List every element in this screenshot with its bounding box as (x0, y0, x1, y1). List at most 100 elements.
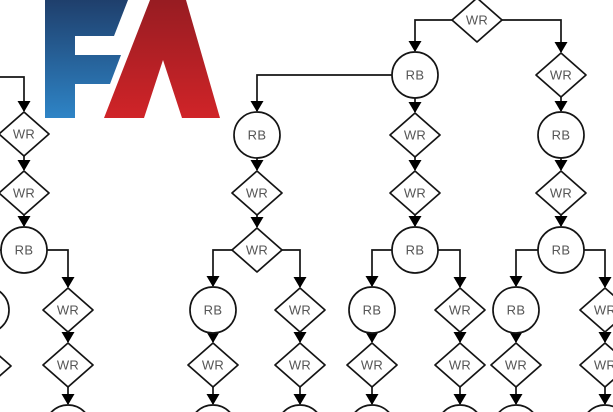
circle-shape (50, 404, 86, 412)
diamond-shape (231, 170, 283, 216)
node-rb: RB (189, 286, 237, 334)
node-circle (498, 404, 534, 412)
diamond-shape (0, 170, 50, 216)
node-wr: WR (451, 0, 503, 43)
node-label: WR (404, 128, 426, 143)
node-label: WR (57, 303, 79, 318)
circle-shape (195, 404, 231, 412)
arrowhead-icon (17, 160, 31, 171)
arrowhead-icon (17, 101, 31, 112)
fa-logo (45, 0, 220, 118)
node-rb: RB (492, 286, 540, 334)
arrowhead-icon (250, 217, 264, 228)
circle-shape (189, 286, 237, 334)
arrowhead-icon (293, 394, 307, 405)
circle-shape (348, 286, 396, 334)
node-label: WR (13, 186, 35, 201)
node-wr: WR (346, 342, 398, 388)
arrowhead-icon (509, 276, 523, 287)
node-label: WR (550, 186, 572, 201)
diamond-shape (187, 342, 239, 388)
node-label: WR (289, 358, 311, 373)
node-circle (282, 404, 318, 412)
node-label: RB (15, 243, 34, 258)
node-rb: RB (0, 226, 48, 274)
node-label: WR (449, 303, 471, 318)
tree-edge-22 (371, 249, 392, 286)
arrowhead-icon (293, 332, 307, 343)
node-wr: WR (274, 287, 326, 333)
arrowhead-icon (17, 216, 31, 227)
node-label: WR (202, 358, 224, 373)
circle-shape (442, 404, 478, 412)
node-wr: WR (434, 287, 486, 333)
circle-shape (391, 51, 439, 99)
arrowhead-icon (408, 102, 422, 113)
arrowhead-icon (61, 394, 75, 405)
circle-shape (492, 286, 540, 334)
diamond-shape (535, 52, 587, 98)
node-wr: WR (389, 170, 441, 216)
circle-shape (233, 111, 281, 159)
arrowhead-icon (554, 160, 568, 171)
node-circle (442, 404, 478, 412)
node-label: RB (204, 303, 223, 318)
node-wr: WR (389, 112, 441, 158)
diamond-shape (535, 170, 587, 216)
node-label: WR (404, 186, 426, 201)
node-label: WR (449, 358, 471, 373)
node-label: RB (406, 243, 425, 258)
arrowhead-icon (509, 332, 523, 343)
arrowhead-icon (509, 394, 523, 405)
node-rb: RB (348, 286, 396, 334)
tree-edge-23 (438, 249, 461, 287)
arrowhead-icon (61, 332, 75, 343)
diamond-shape (0, 111, 50, 157)
tree-edge-15 (282, 249, 301, 287)
node-wr: WR (231, 227, 283, 273)
tree-edge-14 (212, 249, 232, 286)
arrowhead-icon (554, 216, 568, 227)
node-wr: WR (579, 287, 613, 333)
tree-edge-3 (256, 74, 392, 111)
node-label: RB (552, 128, 571, 143)
diamond-shape (0, 355, 12, 377)
node-label: WR (289, 303, 311, 318)
logo-letter-a-shape (104, 0, 220, 118)
diamond-shape (42, 287, 94, 333)
node-wr: WR (274, 342, 326, 388)
diamond-shape (42, 342, 94, 388)
diamond-shape (451, 0, 503, 43)
node-wr: WR (579, 342, 613, 388)
node-label: WR (246, 186, 268, 201)
node-label: WR (13, 127, 35, 142)
arrowhead-icon (206, 394, 220, 405)
circle-shape (391, 226, 439, 274)
arrowhead-icon (206, 276, 220, 287)
arrowhead-icon (598, 332, 612, 343)
node-wr: WR (535, 170, 587, 216)
node-circle (195, 404, 231, 412)
tree-edge-9 (47, 249, 69, 287)
node-diamond (0, 355, 12, 377)
arrowhead-icon (408, 160, 422, 171)
node-label: RB (552, 243, 571, 258)
arrowhead-icon (453, 332, 467, 343)
diamond-shape (434, 342, 486, 388)
arrowhead-icon (598, 277, 612, 288)
arrowhead-icon (554, 101, 568, 112)
node-wr: WR (0, 111, 50, 157)
arrowhead-icon (453, 394, 467, 405)
node-rb: RB (537, 111, 585, 159)
node-label: WR (550, 68, 572, 83)
node-rb: RB (391, 51, 439, 99)
node-label: WR (594, 303, 613, 318)
node-wr: WR (535, 52, 587, 98)
diamond-shape (346, 342, 398, 388)
diamond-shape (274, 287, 326, 333)
arrowhead-icon (598, 394, 612, 405)
node-wr: WR (187, 342, 239, 388)
node-wr: WR (0, 170, 50, 216)
